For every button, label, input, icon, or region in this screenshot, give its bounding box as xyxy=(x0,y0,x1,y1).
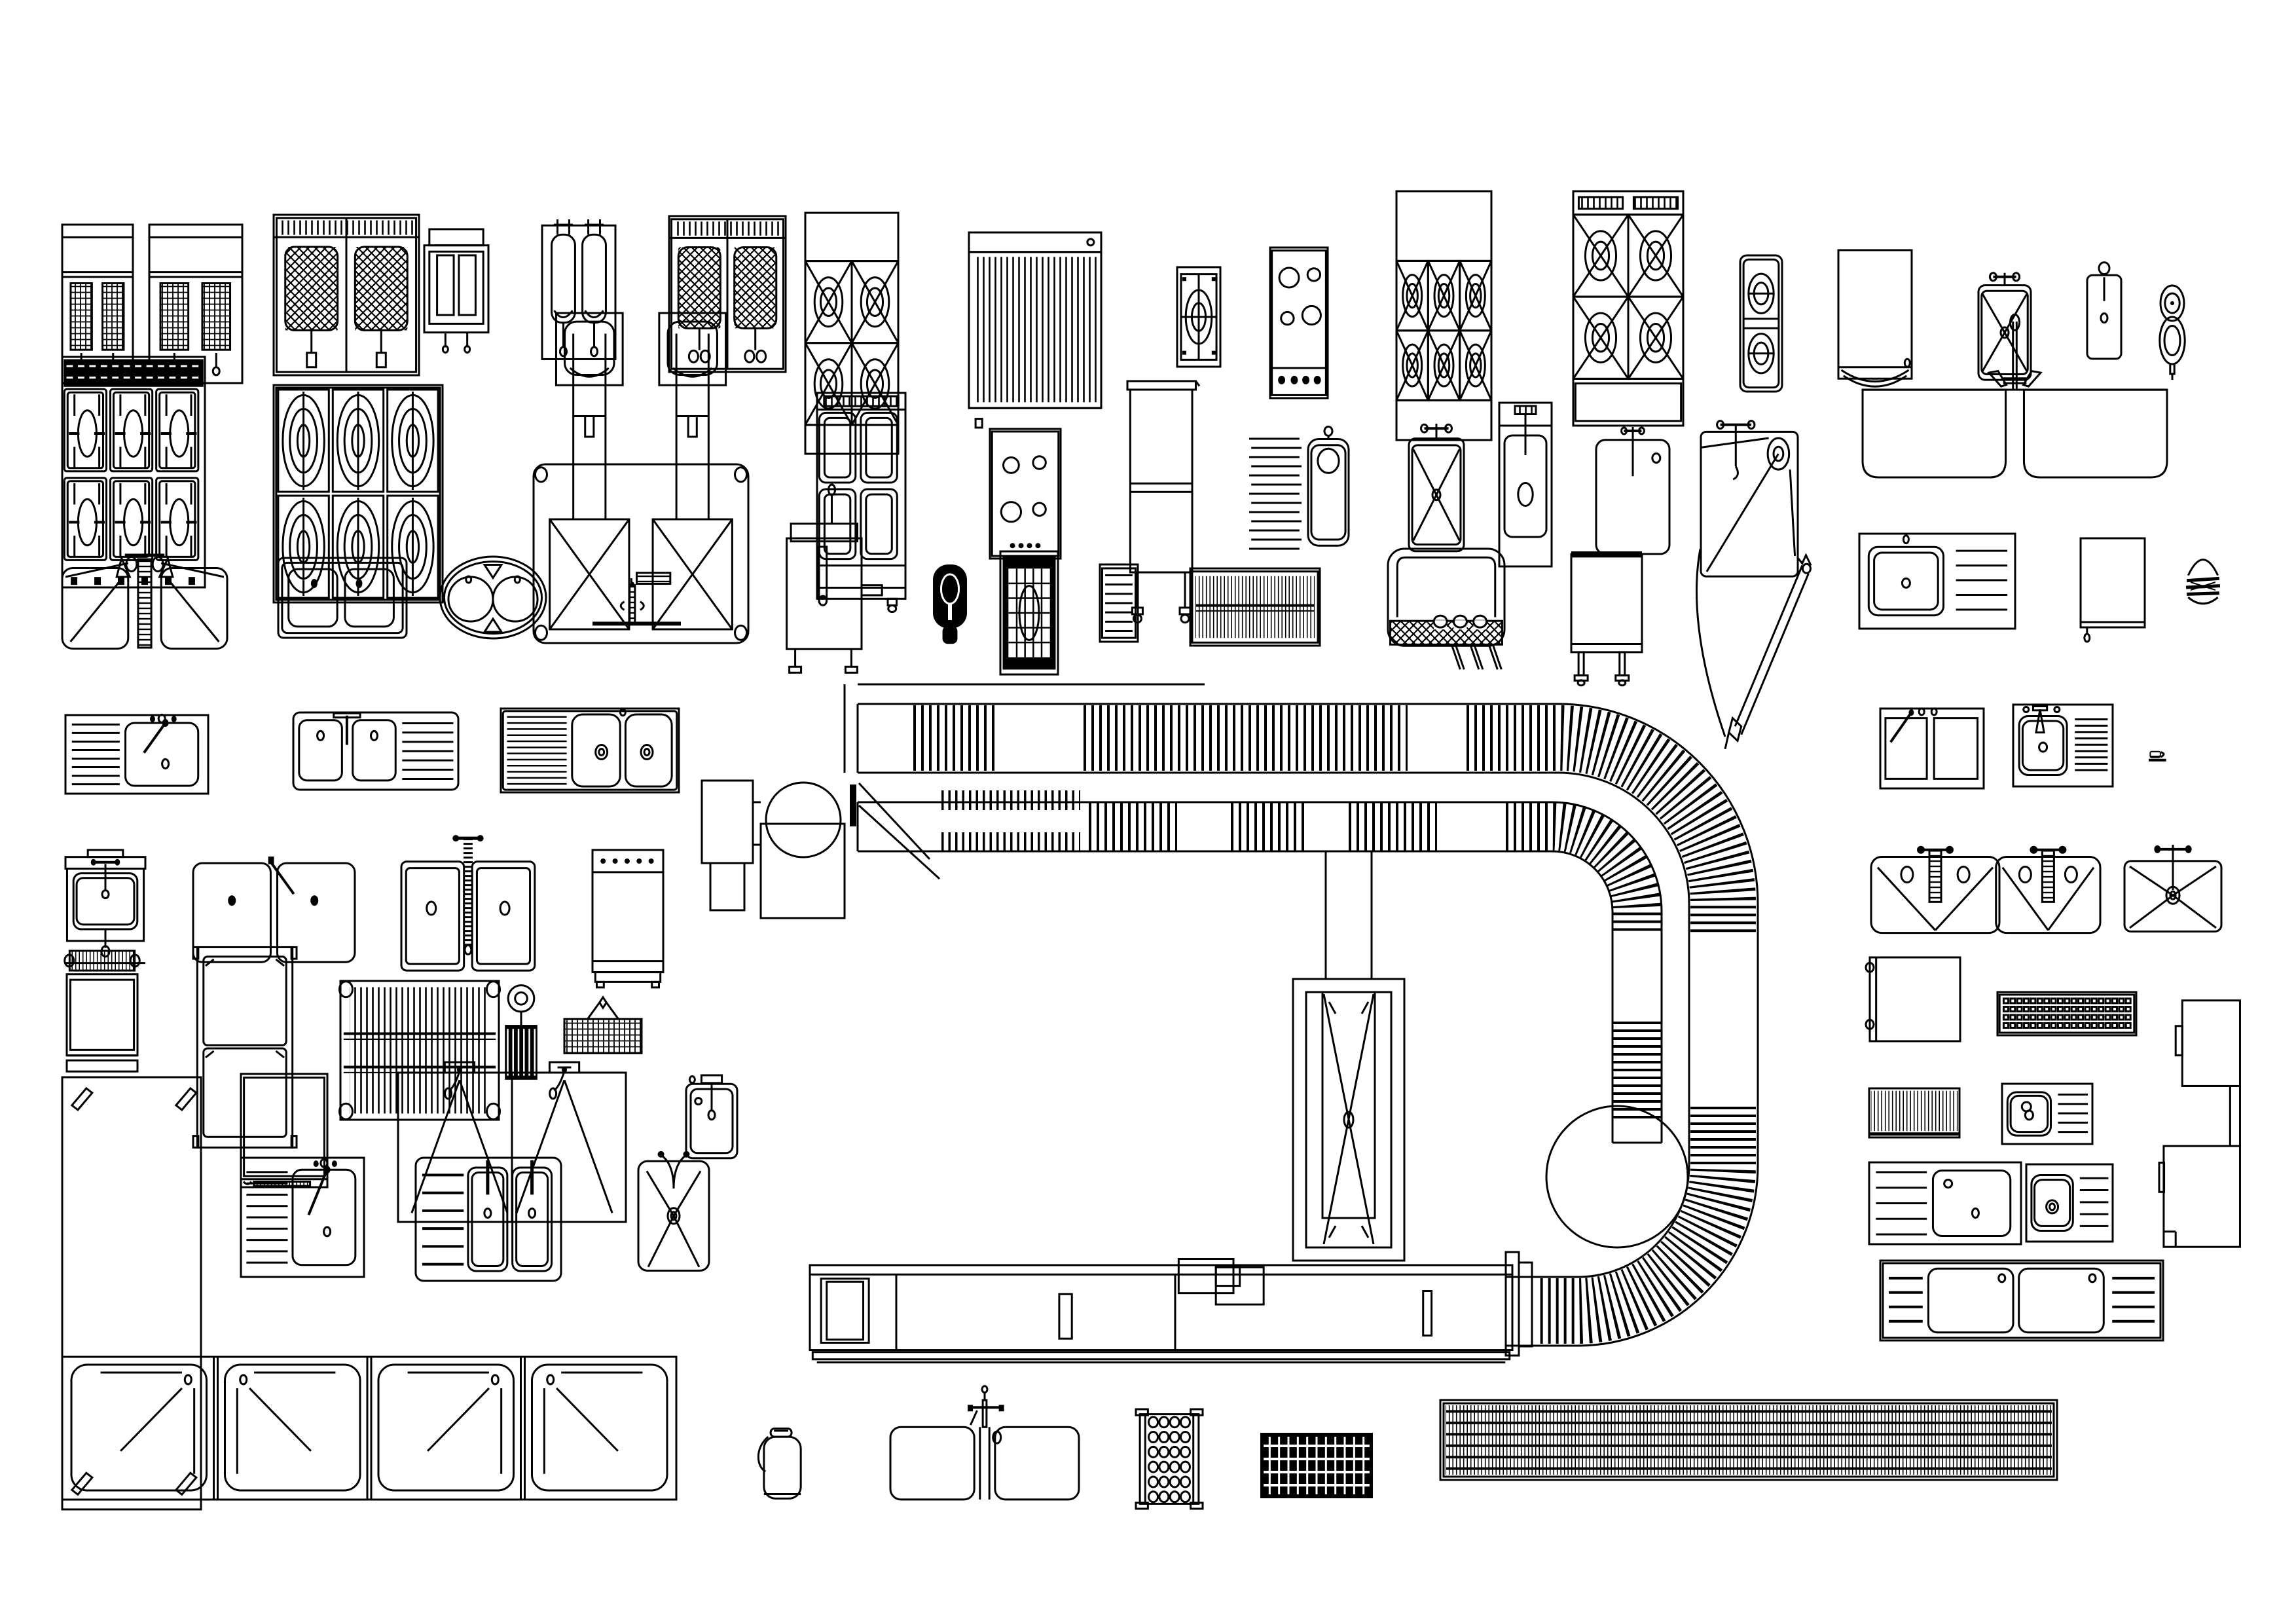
double-sink-left-drainboard-icon xyxy=(500,707,680,794)
sink-drainer-compact-icon xyxy=(2001,1082,2094,1145)
deep-fryer-double-front-icon xyxy=(148,223,244,384)
double-sink-double-drainboard-icon xyxy=(1879,1259,2164,1342)
hand-sink-elevation-icon xyxy=(64,849,147,965)
hand-sink-narrow-icon xyxy=(1498,401,1553,568)
table-panel-legs-icon xyxy=(1570,551,1643,687)
splash-panel-icon xyxy=(2079,537,2146,643)
double-sink-tall-faucet-icon xyxy=(400,835,536,972)
gas-hob-4-burner-icon xyxy=(1269,246,1329,399)
double-sink-diag-faucet-icon xyxy=(1879,707,1985,790)
gas-range-6-burner-top-icon xyxy=(1395,190,1493,441)
handle-basket-icon xyxy=(563,995,643,1054)
single-burner-top-icon xyxy=(1176,266,1222,368)
pre-rinse-spray-hose-icon xyxy=(1696,549,1812,750)
twin-basket-fryer-icon xyxy=(541,219,617,360)
extractor-hood-front-icon xyxy=(1837,249,1913,388)
double-drainboard-sink-wings-icon xyxy=(61,553,228,650)
range-4-burner-oven-icon xyxy=(1572,190,1685,427)
cup-icon xyxy=(2149,750,2166,762)
roller-shutter-counter-icon xyxy=(968,231,1102,429)
wash-basin-crossed-small-icon xyxy=(1408,423,1465,553)
sink-drain-rings-icon xyxy=(2025,1163,2114,1243)
gas-hob-2-burner-icon xyxy=(1739,254,1783,393)
bottle-rack-icon xyxy=(1135,1408,1204,1510)
crossed-sink-t-faucet-icon xyxy=(2123,845,2223,932)
waffle-drain-grate-icon xyxy=(1996,991,2138,1037)
range-cooker-6-burner-icon xyxy=(61,356,206,589)
water-heater-column-icon xyxy=(786,483,883,674)
wall-faucet-side-icon xyxy=(592,572,681,626)
dishwasher-front-icon xyxy=(591,849,665,989)
double-sink-right-drainboard-icon xyxy=(292,711,460,791)
vent-louver-small-icon xyxy=(1099,563,1139,643)
double-sink-tall-mixer-icon xyxy=(889,1385,1080,1501)
work-table-top-icon xyxy=(61,1076,202,1511)
four-bay-sink-bank-icon xyxy=(61,1356,678,1501)
sink-left-drainboard-faucet-icon xyxy=(64,713,210,795)
gas-range-4-burner-top-icon xyxy=(804,212,900,455)
door-panel-hinges-icon xyxy=(1865,956,1961,1043)
double-basket-fryer-unit-icon xyxy=(668,215,787,373)
char-grill-double-basket-icon xyxy=(272,213,420,377)
sink-right-drainboard-icon xyxy=(1858,532,2016,630)
double-sink-left-drain-faucets-icon xyxy=(414,1156,562,1282)
fryer-station-lift-baskets-icon xyxy=(532,312,750,644)
faucet-silhouette-icon xyxy=(933,564,967,644)
range-top-6-oval-burner-icon xyxy=(272,384,444,604)
ceramic-hob-4-zone-icon xyxy=(989,428,1062,560)
sink-left-drainboard-right-icon xyxy=(1868,1161,2022,1246)
round-double-bowl-sink-icon xyxy=(439,555,547,640)
double-sink-dots-icon xyxy=(192,857,356,963)
grill-grate-wide-icon xyxy=(1189,567,1321,647)
wire-shelf-rack-icon xyxy=(338,980,501,1121)
kitchen-scale-icon xyxy=(2159,284,2186,380)
sink-left-drain-diag-faucet-icon xyxy=(240,1156,365,1278)
long-grill-counter-icon xyxy=(1439,1399,2058,1481)
service-cart-side-icon xyxy=(1126,380,1201,624)
gauge-pump-icon xyxy=(505,984,538,1080)
sink-right-drainboard-small-icon xyxy=(2012,703,2114,788)
range-4-door-front-icon xyxy=(816,392,907,614)
corner-drain-sink-icon xyxy=(1700,420,1799,578)
cutting-board-sink-icon xyxy=(1595,426,1671,555)
counter-unit-striped-top-icon xyxy=(64,950,141,1073)
double-bowl-sink-elevation-icon xyxy=(1861,313,2168,479)
small-sink-faucet-icon xyxy=(685,1074,738,1160)
burger-icon xyxy=(2185,559,2221,605)
wash-basin-crossed-icon xyxy=(1977,272,2032,381)
crossed-sink-pair-faucets-icon xyxy=(1870,845,2102,934)
floor-drain-grid-icon xyxy=(999,550,1059,676)
crossed-basin-two-faucets-icon xyxy=(637,1151,710,1272)
vent-grille-lines-icon xyxy=(1249,437,1302,550)
waste-bin-top-icon xyxy=(1307,425,1350,547)
drain-grid-small-icon xyxy=(1260,1433,1373,1498)
counter-elevation-icon xyxy=(809,1258,1514,1364)
double-bowl-sink-top-icon xyxy=(277,557,408,639)
fryer-side-view-icon xyxy=(423,228,490,354)
jug-container-icon xyxy=(757,1427,802,1500)
salamander-grill-icon xyxy=(1387,547,1506,670)
conveyor-counter-layout-icon xyxy=(701,683,1759,1357)
tall-cabinet-pair-icon xyxy=(2158,999,2241,1248)
utility-sink-small-icon xyxy=(2086,261,2123,360)
striped-drain-grate-icon xyxy=(1868,1087,1961,1139)
